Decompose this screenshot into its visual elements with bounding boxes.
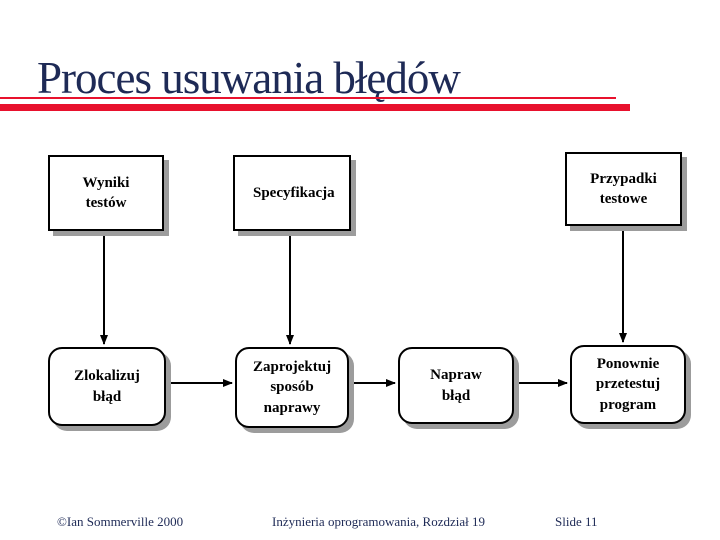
box-zlokalizuj-blad: Zlokalizuj błąd [48, 347, 166, 426]
box-label: Przypadki testowe [590, 170, 657, 207]
box-label: Ponownie przetestuj program [595, 356, 661, 413]
box-label: Specyfikacja [253, 184, 335, 201]
box-przypadki-testowe: Przypadki testowe [565, 152, 682, 226]
footer-slide-number: Slide 11 [555, 514, 598, 529]
footer-course-title: Inżynieria oprogramowania, Rozdział 19 [272, 514, 485, 529]
title-underline-thin [0, 97, 616, 99]
box-label: Zlokalizuj błąd [74, 368, 140, 405]
box-napraw-blad: Napraw błąd [398, 347, 514, 424]
footer-copyright: ©Ian Sommerville 2000 [57, 514, 184, 529]
box-wyniki-testow: Wyniki testów [48, 155, 164, 231]
box-label: Zaprojektuj sposób naprawy [253, 359, 332, 416]
title-underline-thick [0, 104, 630, 111]
slide-title: Proces usuwania błędów [37, 53, 461, 103]
box-ponownie-przetestuj-program: Ponownie przetestuj program [570, 345, 686, 424]
box-zaprojektuj-sposob-naprawy: Zaprojektuj sposób naprawy [235, 347, 349, 428]
box-label: Napraw błąd [430, 367, 482, 404]
box-specyfikacja: Specyfikacja [233, 155, 351, 231]
box-label: Wyniki testów [82, 174, 130, 211]
